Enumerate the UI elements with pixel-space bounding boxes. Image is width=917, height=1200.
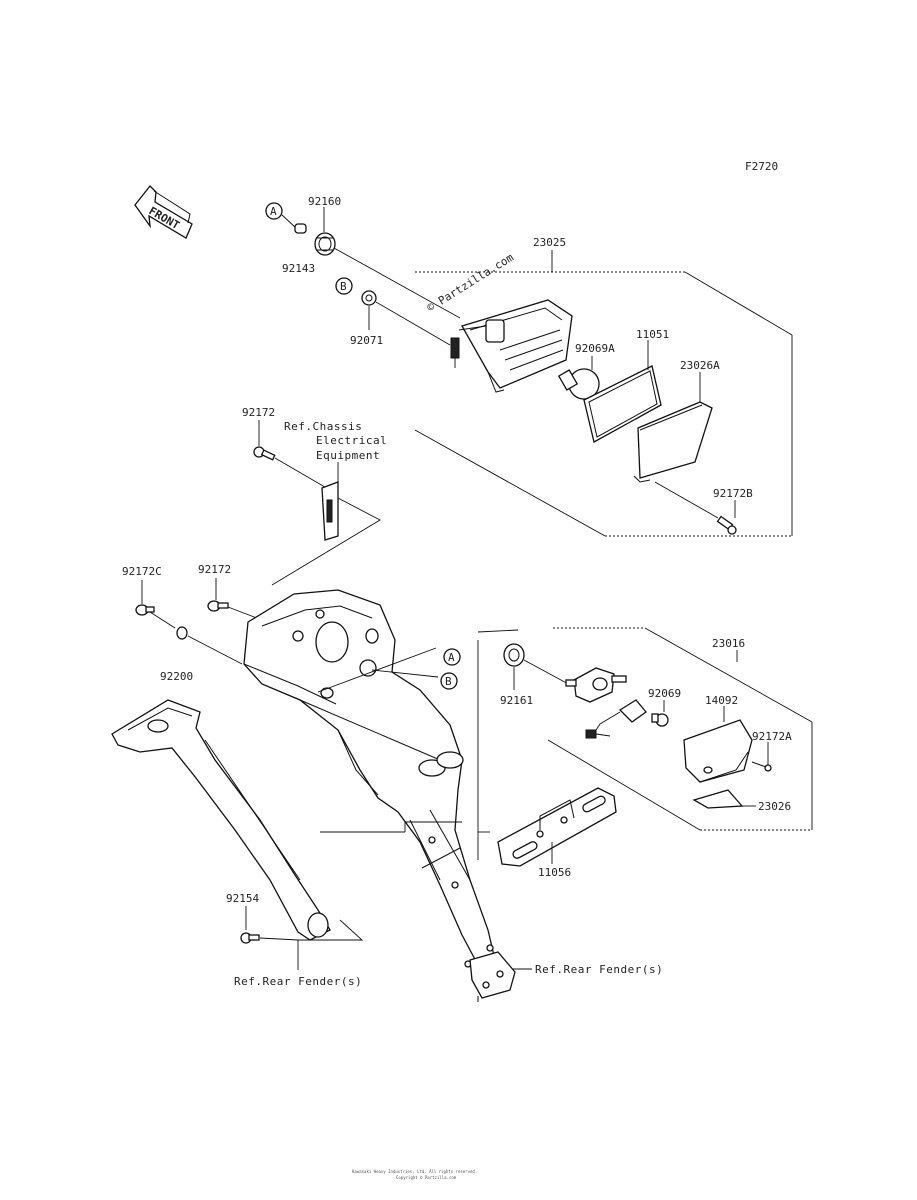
ref-chassis-line2: Electrical (316, 434, 387, 447)
callout-a-top: A (265, 202, 283, 220)
bulb-92069a (557, 368, 600, 400)
part-92143-cap (294, 223, 307, 234)
footer-line1: Kawasaki Heavy Industries, Ltd. All righ… (352, 1169, 477, 1174)
screw-92172b (716, 515, 737, 535)
lens-23026a (633, 401, 713, 483)
washer-92200 (176, 626, 188, 640)
screw-92172c (135, 604, 155, 616)
chassis-ref-bracket (321, 481, 339, 541)
svg-text:A: A (270, 205, 277, 218)
label-23025: 23025 (533, 236, 566, 249)
label-92172-mid: 92172 (198, 563, 231, 576)
footer-line2: Copyright © Partzilla.com (396, 1175, 457, 1180)
label-92071: 92071 (350, 334, 383, 347)
part-92071-bush (361, 290, 377, 306)
svg-text:B: B (340, 280, 347, 293)
screw-92172-top (253, 446, 276, 461)
callout-b-mid: B (440, 672, 458, 690)
label-92172a: 92172A (752, 730, 792, 743)
label-92069a: 92069A (575, 342, 615, 355)
callout-b-top: B (335, 277, 353, 295)
svg-text:A: A (448, 651, 455, 664)
watermark: © Partzilla.com (425, 251, 516, 315)
label-92172-top: 92172 (242, 406, 275, 419)
ref-chassis-line3: Equipment (316, 449, 380, 462)
license-lamp-socket (585, 699, 647, 739)
label-11056: 11056 (538, 866, 571, 879)
label-23016: 23016 (712, 637, 745, 650)
label-92161: 92161 (500, 694, 533, 707)
figure-code: F2720 (745, 160, 778, 173)
ref-rear-fender-right: Ref.Rear Fender(s) (535, 963, 663, 976)
front-arrow-icon: FRONT (134, 185, 193, 239)
part-92160-grommet (314, 232, 336, 256)
ref-rear-fender-left: Ref.Rear Fender(s) (234, 975, 362, 988)
label-92143: 92143 (282, 262, 315, 275)
cover-14092 (683, 719, 753, 783)
screw-92172-mid (207, 600, 229, 612)
label-92160: 92160 (308, 195, 341, 208)
bracket-11056 (497, 787, 617, 867)
label-14092: 14092 (705, 694, 738, 707)
bulb-92069 (651, 713, 669, 727)
label-92154: 92154 (226, 892, 259, 905)
grommet-92161 (503, 643, 525, 667)
label-23026a: 23026A (680, 359, 720, 372)
ref-chassis-line1: Ref.Chassis (284, 420, 362, 433)
label-92200: 92200 (160, 670, 193, 683)
lens-23026 (692, 789, 744, 809)
bolt-92154 (240, 932, 260, 944)
license-lamp-holder (565, 667, 627, 703)
tail-lamp-housing (450, 299, 573, 393)
bracket-tab (469, 951, 516, 1002)
gasket-11051 (583, 365, 662, 443)
svg-text:B: B (445, 675, 452, 688)
rear-stay (111, 699, 331, 941)
label-92172c: 92172C (122, 565, 162, 578)
callout-a-mid: A (443, 648, 461, 666)
rear-bracket (243, 589, 496, 968)
label-92172b: 92172B (713, 487, 753, 500)
label-92069: 92069 (648, 687, 681, 700)
label-23026: 23026 (758, 800, 791, 813)
label-11051: 11051 (636, 328, 669, 341)
